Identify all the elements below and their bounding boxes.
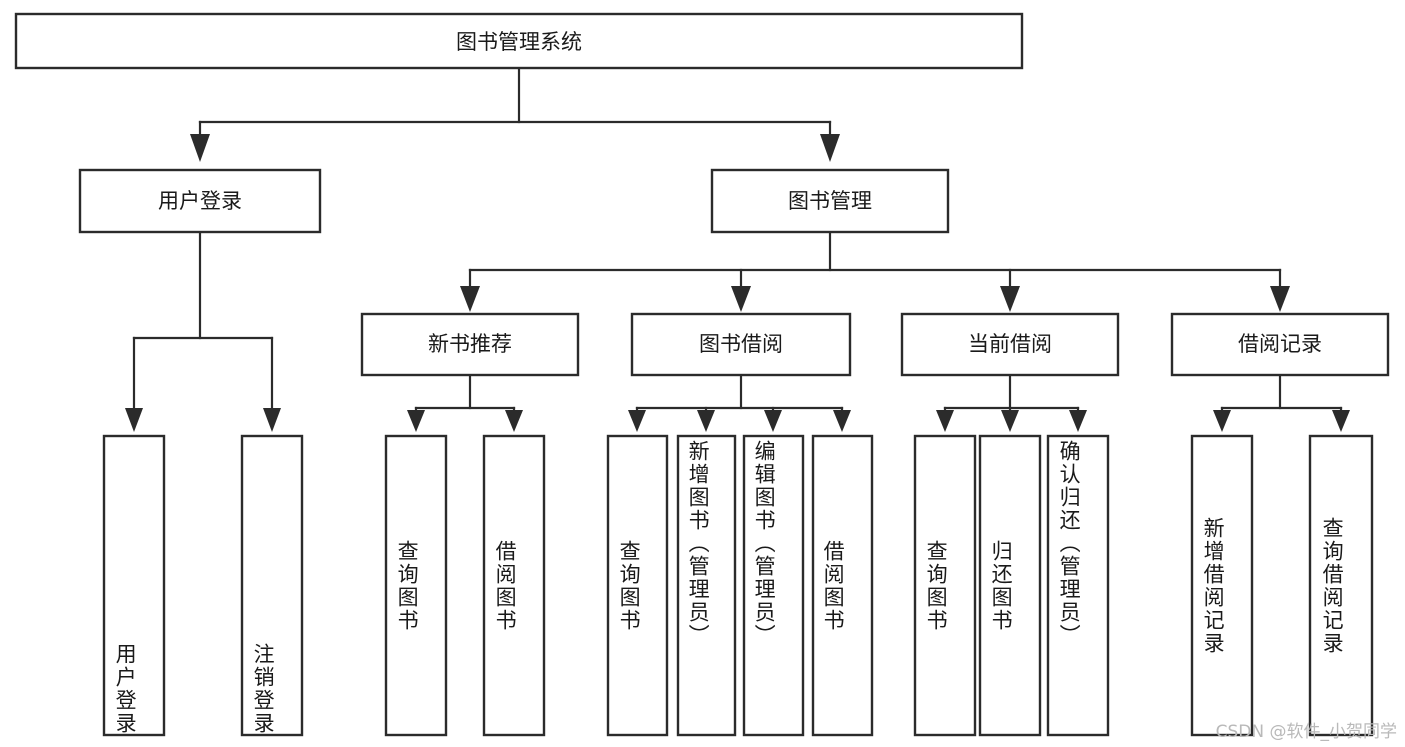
arrow-head-leaf-user-login: [125, 408, 143, 432]
node-leaf-confirm-return-admin-rect[interactable]: [1046, 434, 1110, 737]
node-user-login[interactable]: 用户登录: [78, 168, 322, 234]
node-root[interactable]: 图书管理系统: [14, 12, 1024, 70]
node-borrow-record-label: 借阅记录: [1238, 332, 1322, 356]
arrow-head-leaf-logout: [263, 408, 281, 432]
arrow-head-leaf-borrow-book-2: [833, 410, 851, 432]
arrow-head-leaf-query-book-1: [407, 410, 425, 432]
node-new-book-recommend-label: 新书推荐: [428, 332, 512, 356]
arrow-head-leaf-query-book-3: [936, 410, 954, 432]
connector-group-user-login: [125, 230, 281, 432]
arrow-head-leaf-return-book: [1001, 410, 1019, 432]
arrow-head-new-book-recommend: [460, 286, 480, 312]
node-leaf-query-book-1-rect[interactable]: [384, 434, 448, 737]
node-book-manage-label: 图书管理: [788, 189, 872, 213]
node-book-manage-rect[interactable]: [710, 168, 950, 234]
arrow-head-leaf-borrow-book-1: [505, 410, 523, 432]
connector-group-book-borrow: [628, 373, 851, 432]
node-book-manage[interactable]: 图书管理: [710, 168, 950, 234]
node-leaf-return-book-rect[interactable]: [978, 434, 1042, 737]
connector-group-root: [190, 66, 840, 162]
watermark-text: CSDN @软件_小贺同学: [1215, 722, 1397, 742]
node-leaf-borrow-book-2-rect[interactable]: [811, 434, 874, 737]
node-current-borrow[interactable]: 当前借阅: [900, 312, 1120, 377]
arrow-head-userlogin: [190, 134, 210, 162]
node-root-label: 图书管理系统: [456, 30, 582, 54]
arrow-head-book-borrow: [731, 286, 751, 312]
node-book-borrow[interactable]: 图书借阅: [630, 312, 852, 377]
node-borrow-record-rect[interactable]: [1170, 312, 1390, 377]
connector-group-book-manage: [460, 230, 1290, 312]
node-leaf-query-borrow-record-rect[interactable]: [1308, 434, 1374, 737]
node-leaf-query-book-2-rect[interactable]: [606, 434, 669, 737]
connector-group-borrow-record: [1213, 373, 1350, 432]
node-current-borrow-label: 当前借阅: [968, 332, 1052, 356]
node-borrow-record[interactable]: 借阅记录: [1170, 312, 1390, 377]
arrow-head-leaf-add-book-admin: [697, 410, 715, 432]
node-leaf-add-book-admin-rect[interactable]: [676, 434, 737, 737]
node-user-login-rect[interactable]: [78, 168, 322, 234]
connector-group-current-borrow: [936, 373, 1087, 432]
node-leaf-query-book-3-rect[interactable]: [913, 434, 977, 737]
node-leaf-edit-book-admin-rect[interactable]: [742, 434, 805, 737]
node-leaf-borrow-book-1-rect[interactable]: [482, 434, 546, 737]
arrow-head-leaf-edit-book-admin: [764, 410, 782, 432]
arrow-head-leaf-confirm-return-admin: [1069, 410, 1087, 432]
connector-group-new-book-recommend: [407, 373, 523, 432]
node-new-book-recommend-rect[interactable]: [360, 312, 580, 377]
node-new-book-recommend[interactable]: 新书推荐: [360, 312, 580, 377]
node-leaf-user-login-rect[interactable]: [102, 434, 166, 737]
node-root-rect[interactable]: [14, 12, 1024, 70]
arrow-head-leaf-add-borrow-record: [1213, 410, 1231, 432]
node-book-borrow-rect[interactable]: [630, 312, 852, 377]
node-current-borrow-rect[interactable]: [900, 312, 1120, 377]
arrow-head-leaf-query-book-2: [628, 410, 646, 432]
leaf-boxes: [102, 434, 1374, 737]
node-user-login-label: 用户登录: [158, 189, 242, 213]
node-leaf-add-borrow-record-rect[interactable]: [1190, 434, 1254, 737]
arrow-head-borrow-record: [1270, 286, 1290, 312]
node-book-borrow-label: 图书借阅: [699, 332, 783, 356]
node-leaf-logout-rect[interactable]: [240, 434, 304, 737]
arrow-head-current-borrow: [1000, 286, 1020, 312]
arrow-head-bookmanage: [820, 134, 840, 162]
arrow-head-leaf-query-borrow-record: [1332, 410, 1350, 432]
